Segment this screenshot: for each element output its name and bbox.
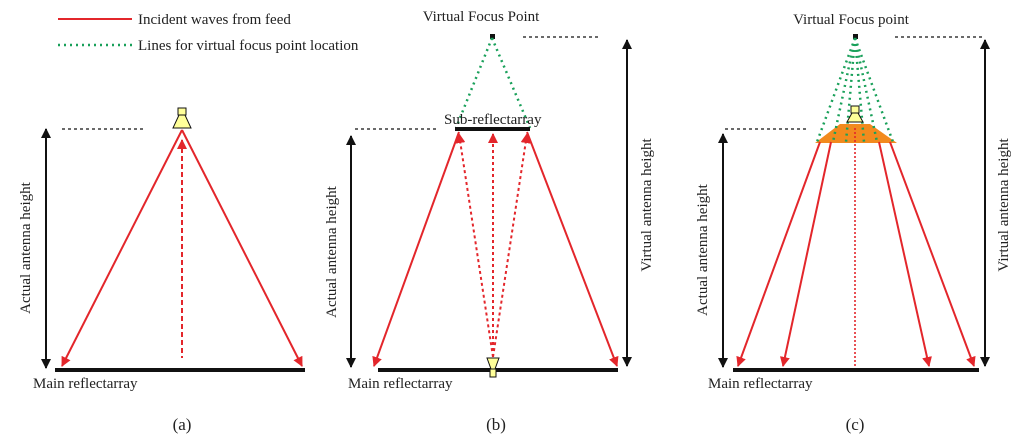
actual-height-label: Actual antenna height [18,181,34,313]
caption-c: (c) [846,415,865,434]
virtual-focus-point [853,34,858,39]
main-reflectarray-label: Main reflectarray [348,376,453,392]
reflected-ray-right [526,131,619,367]
incident-ray-2 [779,141,832,367]
main-reflectarray-label: Main reflectarray [708,376,813,392]
virtual-focus-label: Virtual Focus Point [423,9,540,25]
virtual-line-left [454,37,494,129]
feed-horn-icon [172,107,192,129]
legend: Incident waves from feed Lines for virtu… [58,12,359,54]
caption-b: (b) [486,415,506,434]
panel-c: Virtual Focus point Actual antenna heigh… [695,12,1012,434]
virtual-focus-lines [815,37,895,143]
virtual-focus-point [490,34,495,39]
virtual-height-label: Virtual antenna height [996,138,1012,272]
panel-a: Actual antenna height Main reflectarray … [18,107,305,434]
sub-reflectarray-label: Sub-reflectarray [444,112,542,128]
feed-horn-icon [846,105,864,123]
feed-ray-right [492,133,531,358]
actual-height-label: Actual antenna height [324,185,340,317]
virtual-height-label: Virtual antenna height [639,138,655,272]
main-reflectarray-label: Main reflectarray [33,376,138,392]
virtual-focus-label: Virtual Focus point [793,12,910,28]
panel-b: Virtual Focus Point Sub-reflectarray Act… [324,9,655,434]
legend-incident-label: Incident waves from feed [138,12,291,28]
actual-height-label: Actual antenna height [695,183,711,315]
incident-ray-1 [736,141,821,367]
virtual-line-right [490,37,532,129]
incident-ray-left [61,129,183,367]
incident-ray-4 [889,141,976,367]
reflected-ray-left [372,131,460,367]
incident-ray-right [181,129,303,367]
caption-a: (a) [173,415,192,434]
feed-ray-left [455,133,494,358]
feed-horn-icon [486,357,500,378]
lens-shape [815,124,897,143]
legend-virtual-label: Lines for virtual focus point location [138,38,359,54]
incident-ray-3 [878,141,932,367]
